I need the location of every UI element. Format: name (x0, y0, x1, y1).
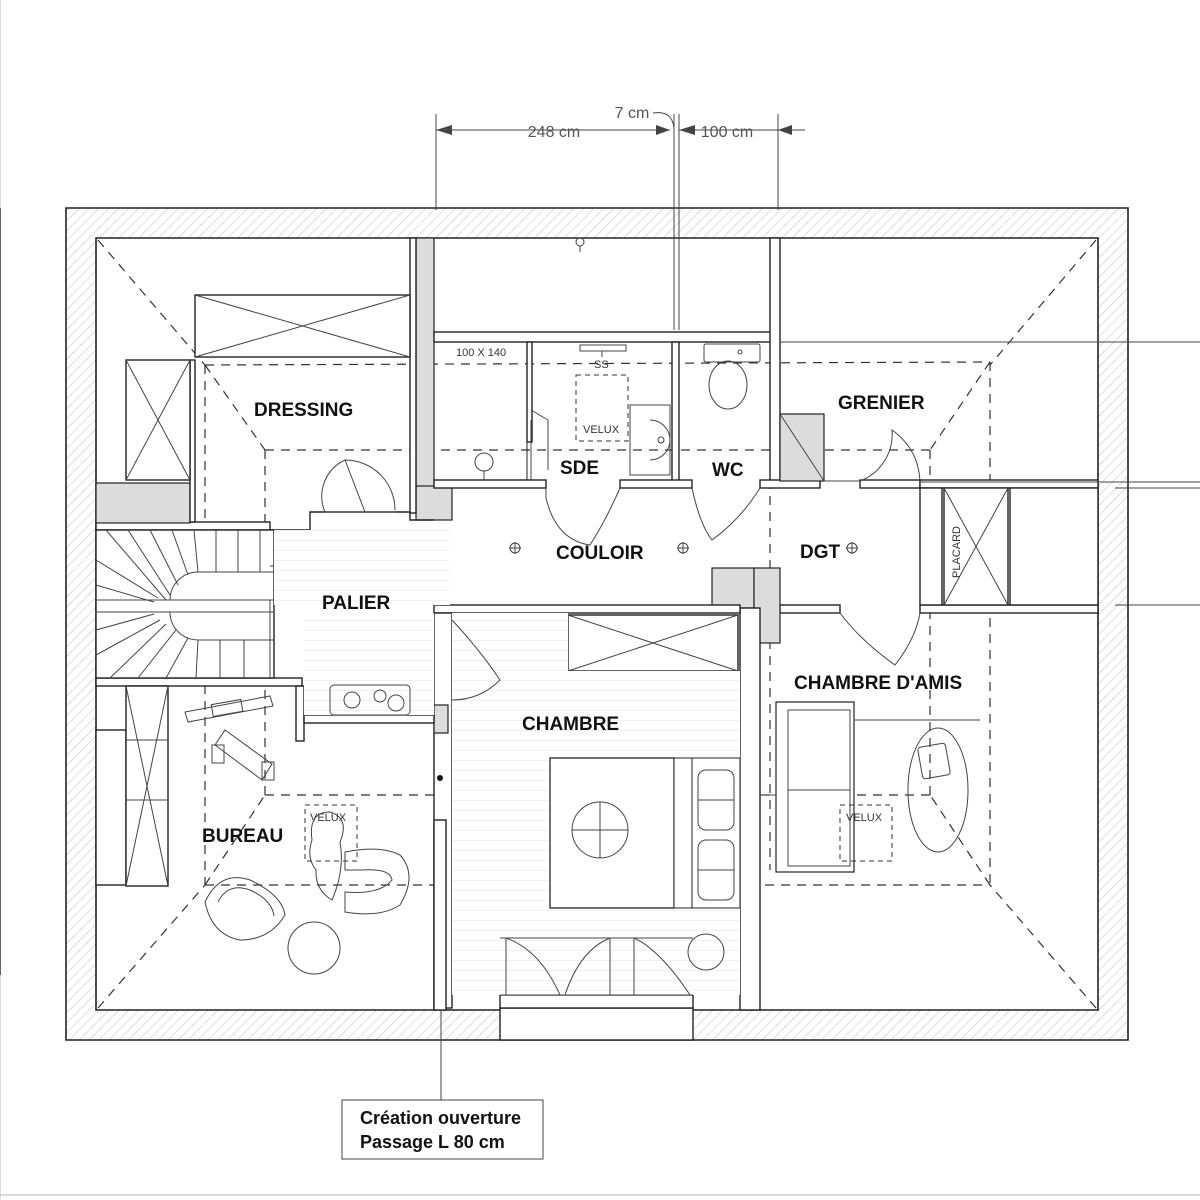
room-label-dgt: DGT (800, 542, 841, 563)
placard-label: PLACARD (951, 526, 963, 578)
room-label-dressing: DRESSING (254, 400, 353, 421)
guest-furniture (760, 701, 980, 873)
room-label-grenier: GRENIER (838, 393, 925, 414)
bureau-furniture (184, 695, 410, 975)
dimension-248: 248 cm (528, 124, 580, 141)
palier-counter (329, 684, 411, 716)
room-label-wc: WC (712, 460, 744, 481)
callout-note: Création ouverture Passage L 80 cm (341, 1099, 544, 1160)
room-label-sde: SDE (560, 458, 599, 479)
storage-units (125, 294, 1009, 887)
bathroom-fixtures (433, 237, 761, 481)
ss-label: SS (594, 359, 609, 371)
dimension-lines (435, 112, 1200, 1100)
interior-walls (95, 237, 1099, 1011)
staircase (95, 529, 295, 679)
shower-size-label: 100 X 140 (456, 347, 506, 359)
light-points (437, 542, 858, 781)
velux-label-sde: VELUX (583, 424, 620, 436)
room-label-palier: PALIER (322, 593, 391, 614)
velux-label-bureau: VELUX (310, 812, 347, 824)
note-line-2: Passage L 80 cm (360, 1132, 505, 1152)
doors (321, 409, 921, 996)
dimension-7: 7 cm (615, 105, 650, 122)
room-label-bureau: BUREAU (202, 826, 283, 847)
chambre-bed (549, 757, 741, 971)
room-label-couloir: COULOIR (556, 543, 644, 564)
note-line-1: Création ouverture (360, 1108, 521, 1128)
room-label-chambre: CHAMBRE (522, 714, 619, 735)
dimension-100: 100 cm (701, 124, 753, 141)
room-label-chambre-amis: CHAMBRE D'AMIS (794, 673, 962, 694)
velux-label-guest: VELUX (846, 812, 883, 824)
